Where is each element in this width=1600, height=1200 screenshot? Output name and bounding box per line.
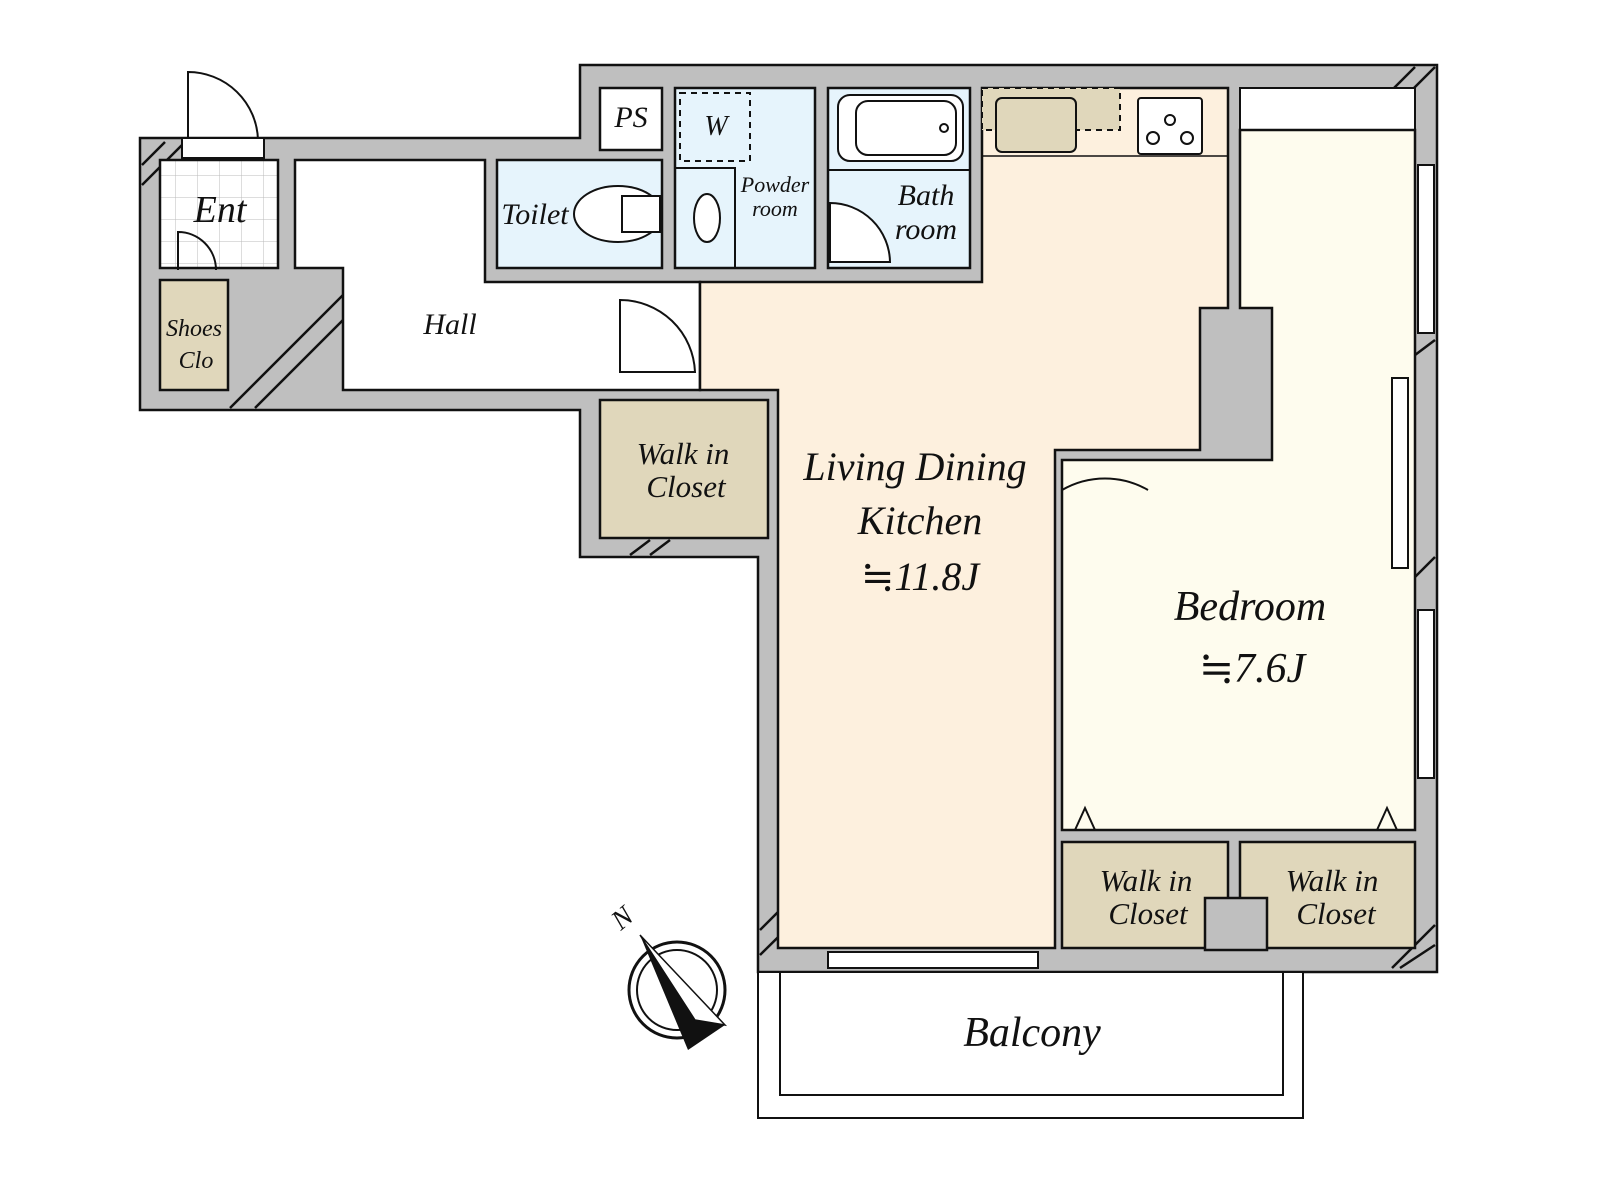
bathroom-label-1: Bath — [898, 179, 955, 212]
shoes-closet-label-2: Clo — [179, 348, 214, 374]
bedroom-label: Bedroom — [1174, 584, 1326, 630]
powder-room-label-1: Powder — [740, 172, 810, 197]
ldk-size: ≒11.8J — [861, 554, 982, 599]
north-label: N — [605, 900, 641, 937]
hall-label: Hall — [422, 308, 476, 341]
wic-hall-label-1: Walk in — [637, 436, 730, 471]
walk-in-closet-bed-left — [1060, 840, 1230, 950]
pipe-space — [598, 86, 664, 152]
balcony-label: Balcony — [963, 1010, 1101, 1056]
entrance-floor — [158, 158, 280, 270]
toilet-icon — [573, 185, 663, 243]
windows[interactable] — [827, 164, 1435, 969]
ldk-door[interactable] — [619, 298, 697, 373]
entrance-label: Ent — [193, 189, 248, 231]
wic-bed-left-label-1: Walk in — [1100, 863, 1193, 898]
bathroom-label-2: room — [895, 213, 957, 246]
ldk-label-2: Kitchen — [857, 498, 982, 543]
washer-label: W — [704, 111, 730, 142]
wic-bed-right-label-1: Walk in — [1286, 863, 1379, 898]
wic-bed-left-label-2: Closet — [1108, 896, 1189, 931]
shoes-closet-label-1: Shoes — [166, 316, 222, 342]
kitchen-sink-icon — [995, 97, 1077, 153]
bedroom-door[interactable] — [1061, 477, 1149, 575]
sink-icon — [693, 193, 721, 243]
powder-room — [673, 86, 817, 270]
wic-hall-label-2: Closet — [646, 469, 727, 504]
vanity — [674, 167, 736, 269]
bathtub-icon — [837, 94, 964, 162]
washer-space — [679, 92, 751, 162]
powder-room-label-2: room — [752, 196, 798, 221]
north-arrow-icon — [627, 934, 728, 1050]
toilet-label: Toilet — [501, 198, 569, 231]
entrance-door[interactable] — [181, 70, 265, 159]
shoes-closet — [158, 278, 230, 392]
column — [1203, 896, 1269, 952]
bedroom-floor — [1060, 128, 1417, 832]
balcony — [757, 971, 1304, 1119]
bedroom-size: ≒7.6J — [1199, 646, 1308, 692]
shoes-closet-door[interactable] — [177, 230, 217, 271]
bath-door[interactable] — [829, 201, 892, 263]
ldk-label-1: Living Dining — [802, 444, 1026, 489]
walk-in-closet-bed-right — [1238, 840, 1417, 950]
wic-bed-right-label-2: Closet — [1296, 896, 1377, 931]
walk-in-closet-hall — [598, 398, 770, 540]
stove-icon — [1137, 97, 1203, 155]
ps-label: PS — [613, 101, 647, 134]
